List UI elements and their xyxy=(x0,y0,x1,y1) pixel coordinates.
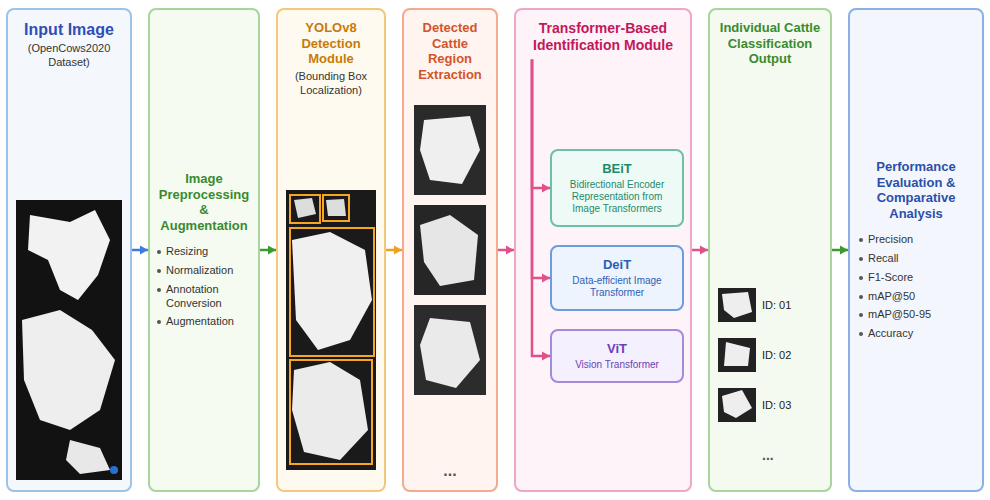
panel-fill xyxy=(402,8,498,492)
node-text: F1-Score xyxy=(858,271,974,285)
preprocess-panel: Image Preprocessing & AugmentationResizi… xyxy=(148,8,260,492)
arrow-head xyxy=(140,246,148,255)
arrow-head xyxy=(542,274,550,283)
model-box: DeiT Data-efficient Image Transformer xyxy=(550,245,684,311)
detection-panel: YOLOv8 Detection Module (Bounding Box Loc… xyxy=(276,8,386,492)
node-text: ID: 01 xyxy=(718,280,822,330)
input-panel: Input Image (OpenCows2020 Dataset) xyxy=(6,8,132,492)
arrow-head xyxy=(700,246,708,255)
node-text: ... xyxy=(718,430,822,480)
node-text: ID: 02 xyxy=(718,330,822,380)
evaluation-panel: Performance Evaluation & Comparative Ana… xyxy=(848,8,984,492)
node-text: ID: 03 xyxy=(718,380,822,430)
arrow-head xyxy=(840,246,848,255)
flow-arrow xyxy=(532,60,550,356)
transformer-panel: Transformer-Based Identification ModuleB… xyxy=(514,8,692,492)
node-title: Image Preprocessing & Augmentation xyxy=(156,171,252,233)
panel-fill xyxy=(848,8,984,492)
node-text: Precision xyxy=(858,233,974,247)
node-text: (OpenCows2020 Dataset) xyxy=(16,42,122,70)
panel-fill xyxy=(6,8,132,492)
panel-fill xyxy=(514,8,692,492)
node-text: Bidirectional Encoder Representation fro… xyxy=(558,179,676,215)
model-box: BEiT Bidirectional Encoder Representation… xyxy=(550,149,684,227)
node-text: Accuracy xyxy=(858,327,974,341)
panel-fill xyxy=(276,8,386,492)
node-title: Transformer-Based Identification Module xyxy=(524,20,682,54)
arrow-head xyxy=(506,246,514,255)
panel-fill xyxy=(148,8,260,492)
model-box: ViT Vision Transformer xyxy=(550,329,684,383)
node-text: mAP@50 xyxy=(858,290,974,304)
node-text: Normalization xyxy=(156,264,252,278)
arrow-head xyxy=(542,184,550,193)
extraction-panel: Detected Cattle Region Extraction... xyxy=(402,8,498,492)
panel-fill xyxy=(708,8,832,492)
node-text: Data-efficient Image Transformer xyxy=(558,275,676,299)
node-text: Annotation Conversion xyxy=(156,283,252,311)
flow-arrow xyxy=(532,60,550,278)
node-text: (Bounding Box Localization) xyxy=(286,70,376,98)
node-text: Resizing xyxy=(156,245,252,259)
node-text: Augmentation xyxy=(156,315,252,329)
node-title: YOLOv8 Detection Module xyxy=(286,20,376,67)
node-text: ... xyxy=(412,462,488,480)
node-text: Vision Transformer xyxy=(558,359,676,371)
node-title: Individual Cattle Classification Output xyxy=(718,20,822,67)
arrow-head xyxy=(394,246,402,255)
flow-arrow xyxy=(532,60,550,188)
node-title: Detected Cattle Region Extraction xyxy=(412,20,488,82)
node-title: Performance Evaluation & Comparative Ana… xyxy=(858,159,974,221)
node-title: ViT xyxy=(558,341,676,356)
node-title: Input Image xyxy=(16,20,122,39)
node-text: mAP@50-95 xyxy=(858,308,974,322)
output-panel: Individual Cattle Classification OutputI… xyxy=(708,8,832,492)
node-text: Recall xyxy=(858,252,974,266)
detection-image xyxy=(286,190,376,470)
id-thumbnails xyxy=(718,288,756,422)
node-title: BEiT xyxy=(558,161,676,176)
node-title: DeiT xyxy=(558,257,676,272)
cattle-crops xyxy=(414,105,486,395)
arrow-head xyxy=(542,352,550,361)
cow-image xyxy=(16,200,122,480)
arrow-head xyxy=(268,246,276,255)
